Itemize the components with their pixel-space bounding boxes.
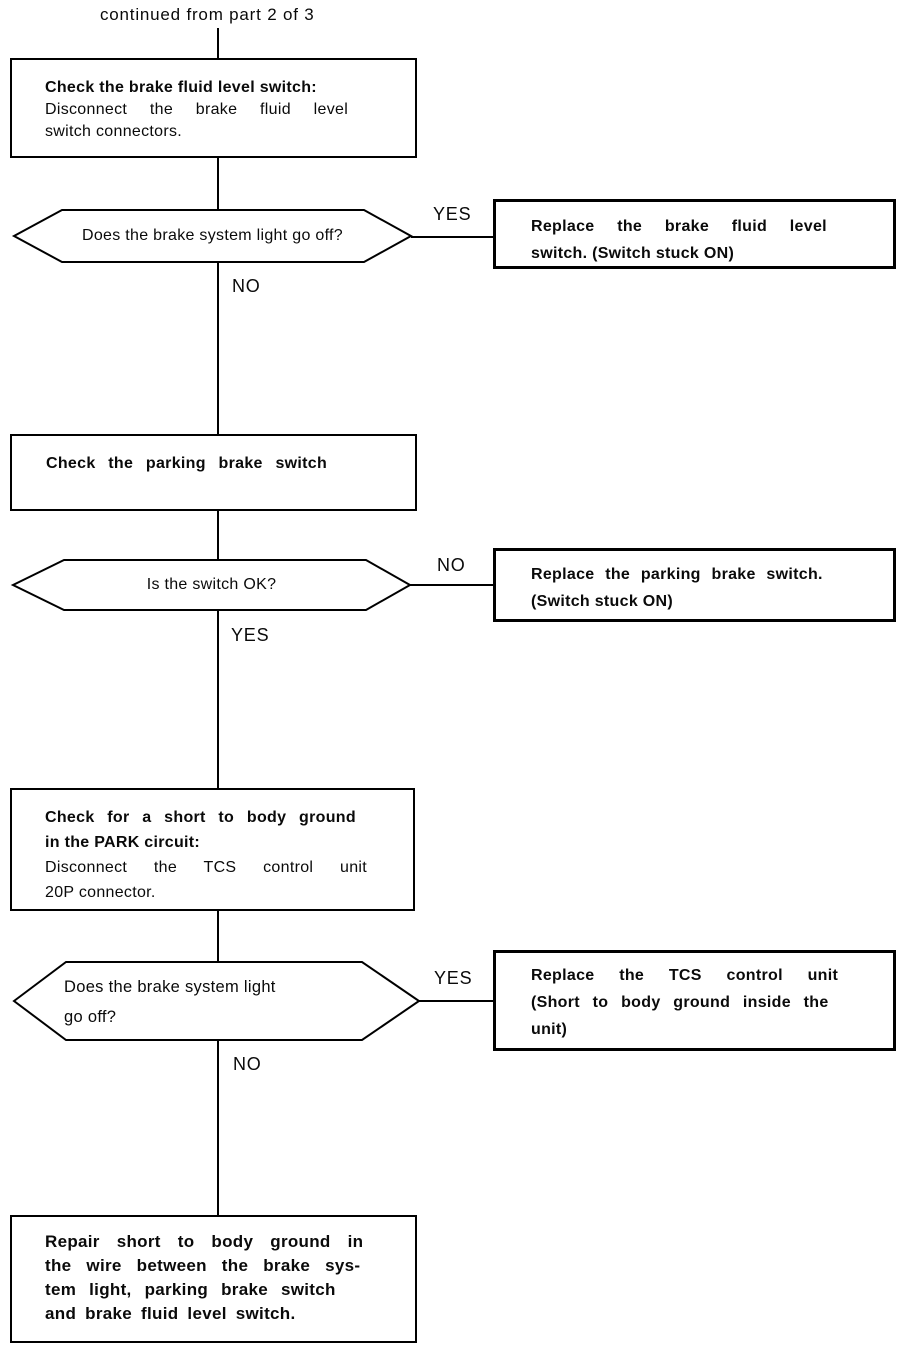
text-line: and brake fluid level switch. [45,1304,296,1323]
branch-label-no-1: NO [232,276,261,296]
decision-switch-ok: Is the switch OK? [146,576,277,593]
branch-label-no-2: NO [437,555,466,575]
text-line: switch connectors. [45,123,183,140]
text-line: Check the brake fluid level switch: [45,79,317,96]
process-box-check-parking-switch: Check the parking brake switch [10,434,417,511]
branch-label-yes-2: YES [231,625,270,645]
action-box-replace-parking-switch: Replace the parking brake switch. (Switc… [493,548,896,622]
text-line: Disconnect the brake fluid level [45,101,349,118]
text-line: Disconnect the TCS control unit [45,859,368,876]
text-line: Check for a short to body ground [45,809,356,826]
action-box-replace-tcs-unit: Replace the TCS control unit (Short to b… [493,950,896,1051]
text-line: (Short to body ground inside the [531,994,829,1011]
text-line: 20P connector. [45,884,156,901]
process-box-check-short: Check for a short to body ground in the … [10,788,415,911]
action-box-repair-short: Repair short to body ground in the wire … [10,1215,417,1343]
continued-from-label: continued from part 2 of 3 [100,5,315,24]
text-line: switch. (Switch stuck ON) [531,245,735,262]
text-line: go off? [64,1008,117,1026]
text-line: Check the parking brake switch [46,455,328,472]
process-box-check-fluid-switch: Check the brake fluid level switch: Disc… [10,58,417,158]
text-line: in the PARK circuit: [45,834,201,851]
decision-brake-light-1: Does the brake system light go off? [81,227,343,244]
decision-shape-brake-light-1 [11,209,414,263]
decision-brake-light-2: Does the brake system light go off? [64,972,276,1032]
text-line: Replace the parking brake switch. [531,566,823,583]
text-line: Replace the TCS control unit [531,967,839,984]
text-line: tem light, parking brake switch [45,1280,336,1299]
action-box-replace-fluid-switch: Replace the brake fluid level switch. (S… [493,199,896,269]
decision-shape-brake-light-2 [12,961,421,1041]
text-line: Does the brake system light [64,978,276,996]
text-line: Replace the brake fluid level [531,218,827,235]
branch-label-no-3: NO [233,1054,262,1074]
text-line: the wire between the brake sys- [45,1256,361,1275]
decision-shape-switch-ok [10,559,413,611]
text-line: unit) [531,1021,568,1038]
branch-label-yes-3: YES [434,968,473,988]
text-line: Repair short to body ground in [45,1232,364,1251]
branch-label-yes-1: YES [433,204,472,224]
text-line: (Switch stuck ON) [531,593,674,610]
